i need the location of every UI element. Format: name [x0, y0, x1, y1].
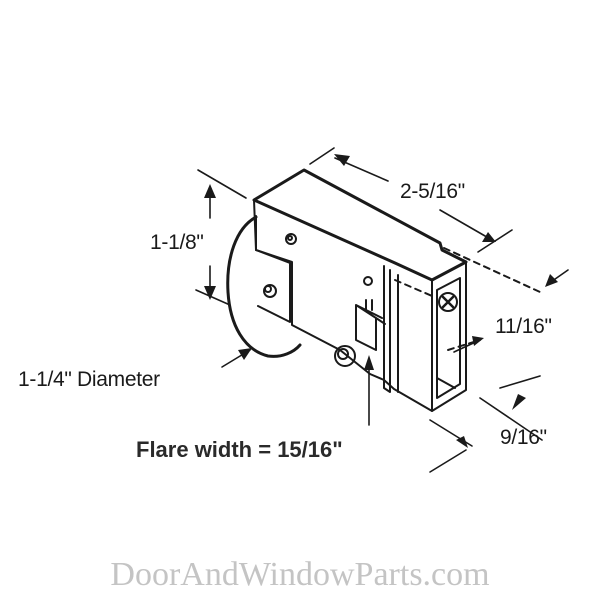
- housing-front: [253, 199, 433, 412]
- housing-top: [252, 168, 468, 282]
- bracket-plate: [255, 249, 291, 323]
- dimension-height: 1-1/8": [150, 231, 204, 254]
- dimension-end-height: 11/16": [495, 315, 552, 338]
- end-channel: [383, 265, 391, 393]
- wheel-outline: [226, 215, 302, 358]
- dimension-length: 2-5/16": [400, 180, 465, 203]
- watermark: DoorAndWindowParts.com: [110, 556, 490, 593]
- adjuster-tab: [355, 304, 386, 351]
- flare-width-label: Flare width = 15/16": [136, 437, 343, 462]
- dimension-end-width: 9/16": [500, 426, 547, 449]
- screw: [438, 292, 458, 312]
- dimension-wheel-diameter: 1-1/4" Diameter: [18, 368, 160, 391]
